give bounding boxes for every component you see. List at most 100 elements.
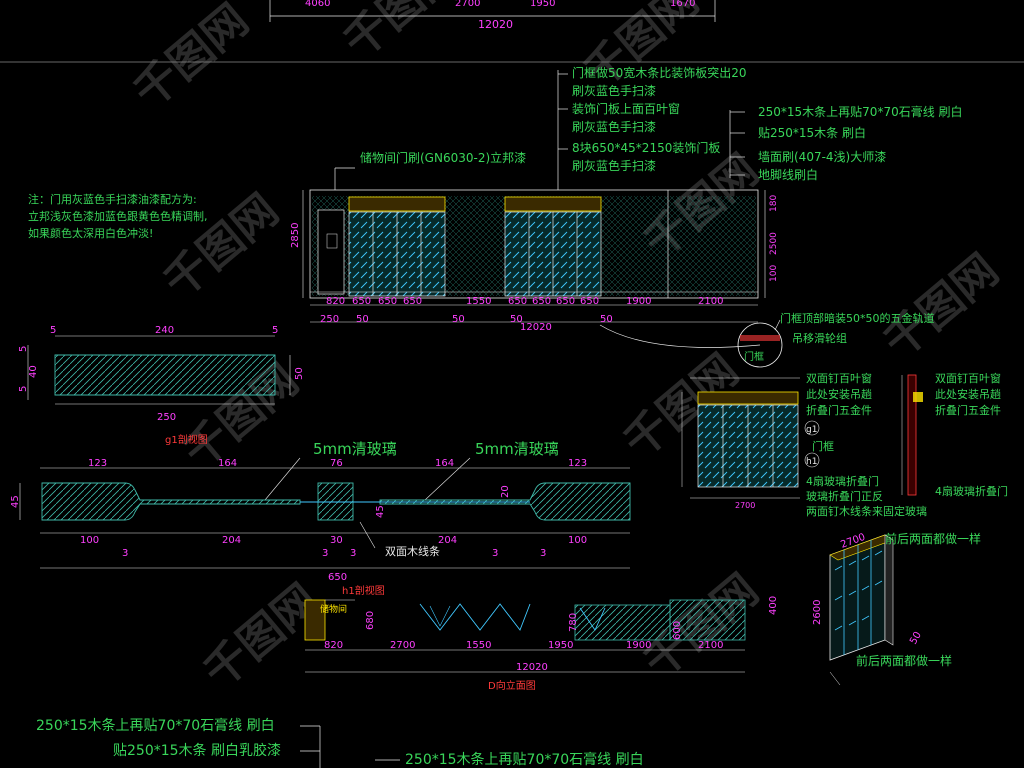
elev-dim: 650 [508, 296, 527, 307]
elev-subdim: 50 [600, 314, 613, 325]
g1-c: 5 [18, 346, 29, 352]
d-dim: 820 [324, 640, 343, 651]
g1-marker: g1 [806, 425, 817, 435]
elev-low: 100 [769, 265, 779, 282]
elev-dim: 2100 [698, 296, 723, 307]
h1-marker: h1 [806, 457, 817, 467]
top-dim-2: 2700 [455, 0, 480, 9]
watermark: 千图网 [124, 0, 258, 118]
d-dim: 2700 [390, 640, 415, 651]
h1-mid-dim: 30 [330, 535, 343, 546]
detail-width: 2700 [735, 501, 755, 510]
elev-height: 2850 [290, 223, 301, 248]
h1-v45b: 45 [375, 505, 386, 518]
elev-subdim: 50 [356, 314, 369, 325]
iso-height: 2600 [812, 600, 823, 625]
detail-frame-label: 门框 [812, 439, 834, 453]
watermark: 千图网 [874, 245, 1008, 369]
callout-right-1: 250*15木条上再贴70*70石膏线 刷白 [758, 104, 963, 119]
h1-top-dim: 123 [88, 458, 107, 469]
h1-small: 3 [122, 548, 128, 559]
callout-right-3: 墙面刷(407-4浅)大师漆 [758, 150, 886, 164]
elev-dim: 650 [352, 296, 371, 307]
h1-small: 3 [350, 548, 356, 559]
glass-label-right: 5mm清玻璃 [475, 440, 559, 458]
wood-strip-label: 双面木线条 [385, 544, 440, 558]
iso-depth: 50 [908, 630, 924, 647]
elev-dim: 650 [532, 296, 551, 307]
iso-note-bottom: 前后两面都做一样 [856, 653, 952, 668]
door-detail: 门框 门框顶部暗装50*50的五金轨道 吊移滑轮组 2700 双面钉百叶窗 此处… [599, 311, 1008, 518]
h1-mid-dim: 204 [222, 535, 241, 546]
callout-top-4: 刷灰蓝色手扫漆 [572, 120, 656, 134]
h1-top-dim: 123 [568, 458, 587, 469]
elev-dim: 1550 [466, 296, 491, 307]
top-dimension-strip: 4060 2700 1950 1670 12020 [0, 0, 1024, 63]
bottom-line-2: 贴250*15木条 刷白乳胶漆 [113, 742, 281, 759]
g1-b: 5 [272, 325, 278, 336]
g1-a: 5 [50, 325, 56, 336]
elev-subdim: 250 [320, 314, 339, 325]
h1-v20: 20 [500, 485, 511, 498]
h1-v45: 45 [10, 495, 21, 508]
elev-dim: 1900 [626, 296, 651, 307]
d-storage-label: 储物间 [320, 603, 347, 615]
pulley-label: 吊移滑轮组 [792, 331, 847, 345]
iso-note-top: 前后两面都做一样 [885, 531, 981, 546]
side-section [907, 374, 917, 496]
d-view-elevation: 储物间 680 780 600 400 820 2700 1550 1950 1… [304, 596, 779, 692]
note-line-3: 如果颜色太深用白色冲淡! [28, 226, 153, 240]
elev-dim: 650 [556, 296, 575, 307]
detail-note-a2: 此处安装吊趟 [806, 387, 872, 401]
h1-small: 3 [322, 548, 328, 559]
d-dim: 1550 [466, 640, 491, 651]
frame-label-bubble: 门框 [744, 350, 764, 363]
elev-subdim: 50 [510, 314, 523, 325]
detail-note-b1: 双面钉百叶窗 [935, 371, 1001, 385]
d-view-title: D向立面图 [488, 679, 536, 692]
detail-glass-2: 玻璃折叠门正反 [806, 489, 883, 503]
note-line-2: 立邦浅灰色漆加蓝色跟黄色色精调制, [28, 209, 208, 223]
h1-mid-dim: 204 [438, 535, 457, 546]
d-total: 12020 [516, 662, 548, 673]
main-elevation: 2850 180 2500 100 820 650 650 650 1550 6… [290, 189, 779, 333]
bottom-line-1: 250*15木条上再贴70*70石膏线 刷白 [36, 717, 275, 734]
detail-bubble [737, 322, 783, 368]
callout-right-4: 地脚线刷白 [758, 167, 818, 182]
d-side-2: 780 [568, 613, 579, 632]
callout-top-6: 刷灰蓝色手扫漆 [572, 159, 656, 173]
g1-top: 240 [155, 325, 174, 336]
top-dim-1: 4060 [305, 0, 330, 9]
top-dim-4: 1670 [670, 0, 695, 9]
detail-note-b2: 此处安装吊趟 [935, 387, 1001, 401]
elev-dim: 650 [580, 296, 599, 307]
h1-small: 3 [540, 548, 546, 559]
d-dim: 2100 [698, 640, 723, 651]
h1-total: 650 [328, 572, 347, 583]
d-side-4: 400 [768, 596, 779, 615]
g1-section: 240 5 5 5 40 5 50 250 g1剖视图 [18, 325, 305, 446]
d-side-1: 680 [365, 611, 376, 630]
rail-label: 门框顶部暗装50*50的五金轨道 [780, 311, 935, 325]
note-line-1: 注：门用灰蓝色手扫漆油漆配方为: [28, 192, 197, 206]
d-side-3: 600 [672, 621, 683, 640]
watermark: 千图网 [334, 0, 468, 68]
callout-top-3: 装饰门板上面百叶窗 [572, 101, 680, 116]
elev-total: 12020 [520, 322, 552, 333]
d-dim: 1950 [548, 640, 573, 651]
top-dim-3: 1950 [530, 0, 555, 9]
top-dim-total: 12020 [478, 18, 513, 31]
g1-f: 50 [294, 367, 305, 380]
h1-top-dim: 164 [435, 458, 454, 469]
g1-e: 5 [18, 386, 29, 392]
detail-glass-b: 4扇玻璃折叠门 [935, 484, 1008, 498]
bottom-callouts: 250*15木条上再贴70*70石膏线 刷白 贴250*15木条 刷白乳胶漆 2… [36, 717, 644, 768]
elev-mid: 2500 [769, 232, 779, 255]
detail-glass-3: 两面钉木线条来固定玻璃 [806, 504, 927, 518]
detail-note-b3: 折叠门五金件 [935, 403, 1001, 417]
callout-right-2: 贴250*15木条 刷白 [758, 125, 866, 140]
g1-d: 40 [28, 365, 39, 378]
glass-label-left: 5mm清玻璃 [313, 440, 397, 458]
bottom-line-3: 250*15木条上再贴70*70石膏线 刷白 [405, 751, 644, 768]
